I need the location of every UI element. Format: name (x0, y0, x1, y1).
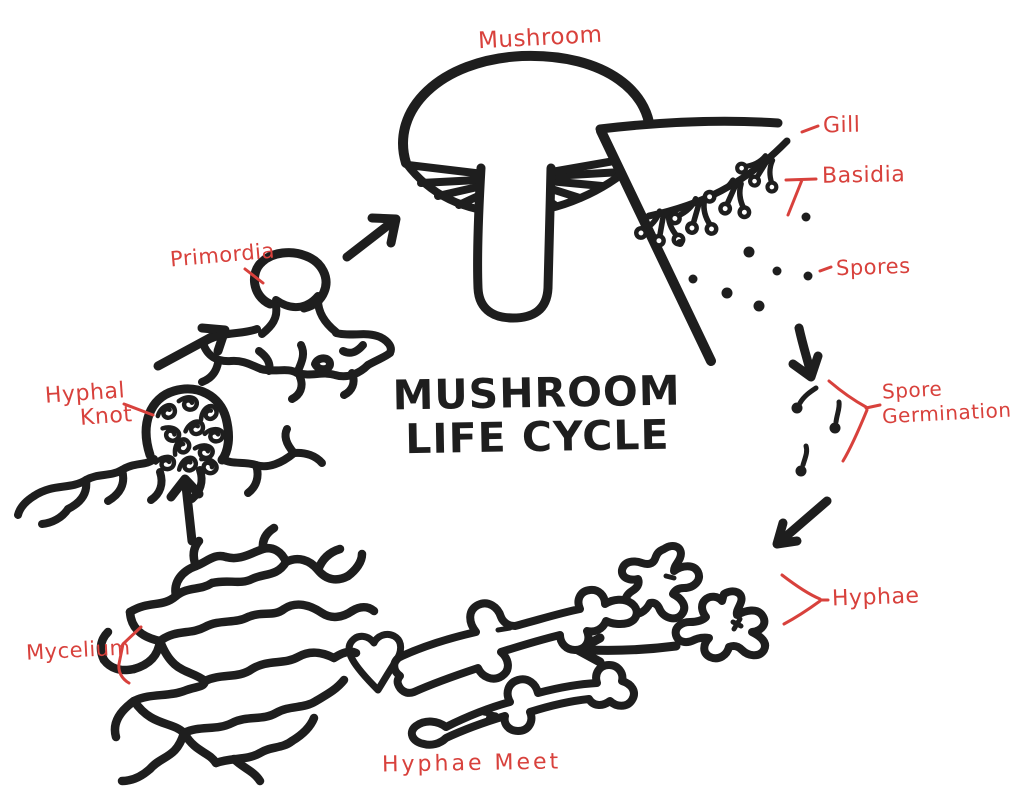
hyphal-knot-illustration (14, 384, 326, 528)
gill-slice-top-edge (595, 116, 783, 134)
gill-section-illustration (595, 116, 813, 366)
label-gill: Gill (822, 112, 861, 139)
primordia-illustration (198, 248, 395, 403)
mushroom-illustration (398, 50, 656, 323)
arrow-primordia-to-mushroom (342, 213, 401, 262)
arrow-spores-to-germination (788, 323, 823, 382)
leader-spores (818, 265, 833, 273)
label-spores: Spores (835, 253, 911, 281)
hyphae-illustration (617, 542, 769, 663)
bracket-hyphae (780, 573, 830, 626)
leader-hyphal-knot (122, 402, 155, 417)
label-hyphae: Hyphae (831, 583, 920, 612)
knot-substrate (14, 425, 326, 528)
hyphae-meet-illustration (345, 585, 641, 749)
arrow-germination-to-hyphae (772, 496, 832, 549)
leader-gill (800, 124, 820, 134)
leader-basidia (784, 177, 818, 217)
label-hyphal-knot-line2: Knot (79, 402, 134, 431)
primordia-substrate (198, 325, 395, 403)
knot-curls (155, 394, 224, 476)
bracket-mycelium (117, 625, 143, 685)
label-hyphae-meet: Hyphae Meet (381, 749, 562, 778)
arrow-hyphae-to-meet (573, 633, 681, 667)
leader-primordia (243, 267, 265, 285)
mushroom-stem (473, 163, 556, 323)
page-title: MUSHROOM LIFE CYCLE (391, 366, 682, 464)
mycelium-illustration (96, 523, 379, 786)
title-line-2: LIFE CYCLE (404, 410, 670, 464)
label-basidia: Basidia (821, 162, 906, 189)
bracket-spore-germination (827, 379, 882, 463)
germinating-spores (791, 385, 842, 477)
spore-dots (676, 212, 813, 312)
label-spore-germination-line1: Spore (881, 376, 943, 404)
knot-dome (141, 384, 234, 465)
arrow-mycelium-to-knot (166, 474, 204, 546)
